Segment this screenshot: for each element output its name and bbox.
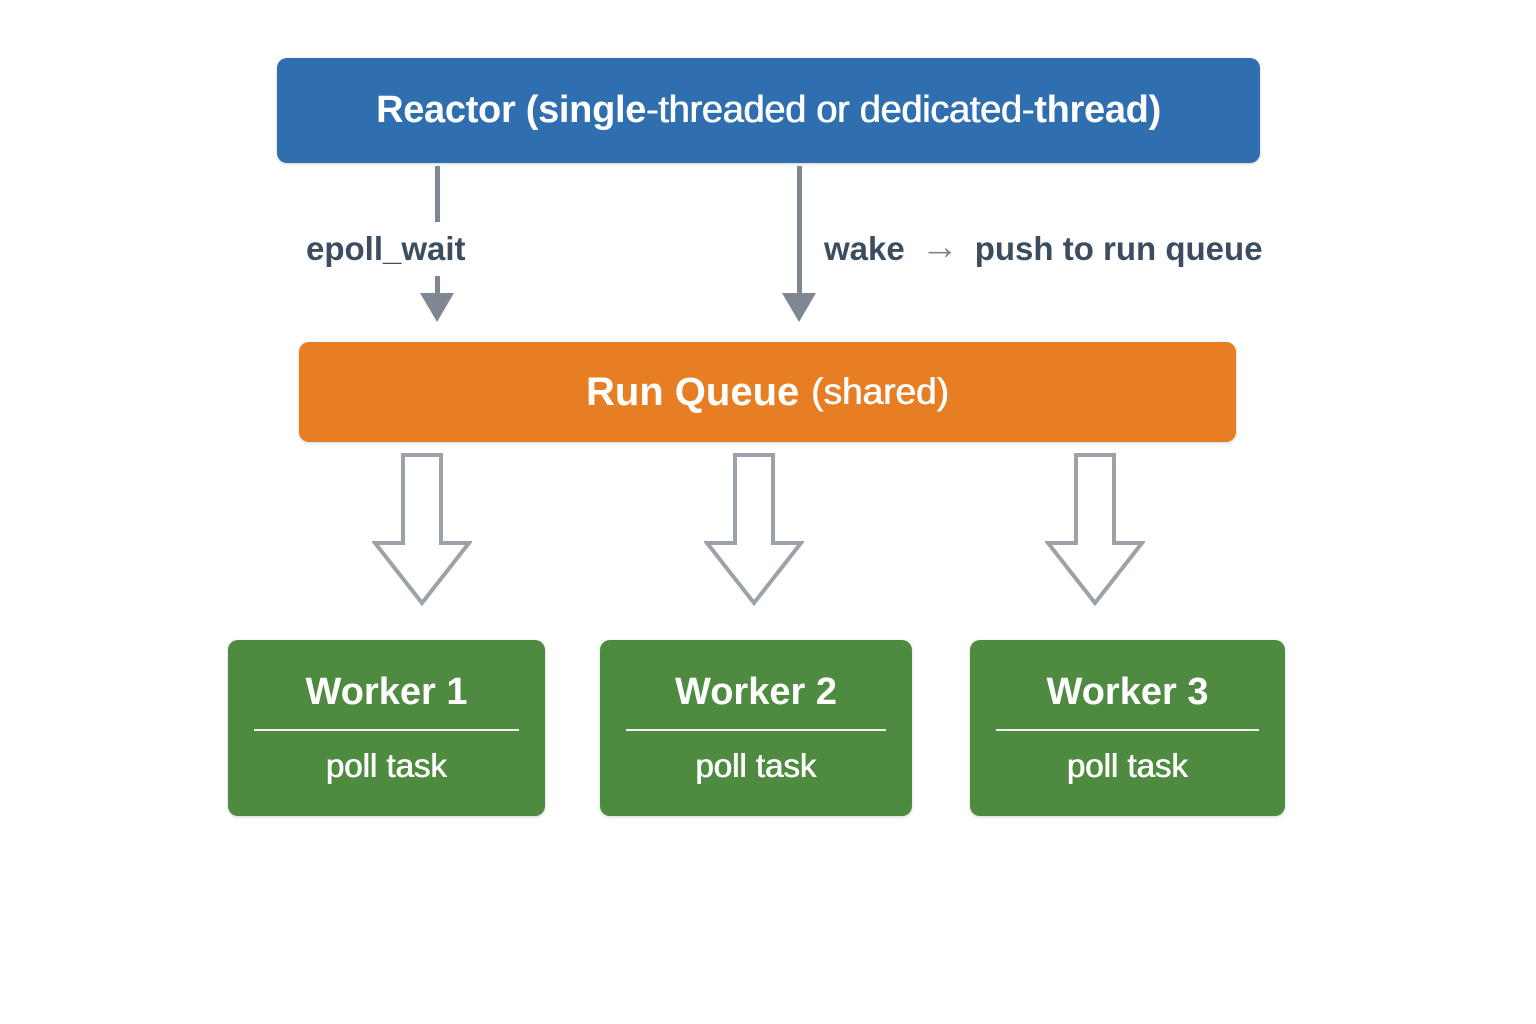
run-queue-box: Run Queue (shared) xyxy=(299,342,1236,442)
wake-label-text: wake xyxy=(824,230,905,267)
reactor-title-middle: -threaded or dedicated- xyxy=(646,89,1035,131)
run-queue-subtitle: (shared) xyxy=(811,371,950,412)
reactor-title-emphasis-1: Reactor (single xyxy=(376,89,647,131)
wake-connector-line xyxy=(797,166,802,293)
wake-arrowhead-icon xyxy=(782,293,816,322)
worker-1-box: Worker 1 poll task xyxy=(228,640,545,816)
block-arrow-to-worker-1 xyxy=(372,453,472,607)
worker-3-box: Worker 3 poll task xyxy=(970,640,1285,816)
epoll-wait-label-text: epoll_wait xyxy=(306,230,466,267)
epoll-wait-arrowhead-icon xyxy=(420,293,454,322)
worker-2-box: Worker 2 poll task xyxy=(600,640,912,816)
wake-label: wake → push to run queue xyxy=(824,222,1275,276)
worker-3-title: Worker 3 xyxy=(1046,671,1209,714)
worker-3-divider xyxy=(996,728,1259,731)
worker-1-divider xyxy=(254,728,519,731)
worker-2-task-label: poll task xyxy=(695,746,817,784)
worker-2-title: Worker 2 xyxy=(675,671,837,714)
worker-1-task-label: poll task xyxy=(325,746,448,784)
block-arrow-to-worker-2 xyxy=(704,453,804,607)
block-arrow-to-worker-3 xyxy=(1045,453,1145,607)
right-arrow-icon: → xyxy=(920,226,959,268)
worker-3-task-label: poll task xyxy=(1066,746,1189,784)
reactor-box: Reactor (single-threaded or dedicated-th… xyxy=(277,58,1260,163)
epoll-wait-label: epoll_wait xyxy=(294,222,478,276)
reactor-title-emphasis-2: thread) xyxy=(1034,89,1161,131)
push-to-run-queue-label-text: push to run queue xyxy=(974,230,1263,267)
worker-2-divider xyxy=(626,728,886,731)
worker-1-title: Worker 1 xyxy=(305,671,468,714)
run-queue-title: Run Queue xyxy=(585,369,800,414)
